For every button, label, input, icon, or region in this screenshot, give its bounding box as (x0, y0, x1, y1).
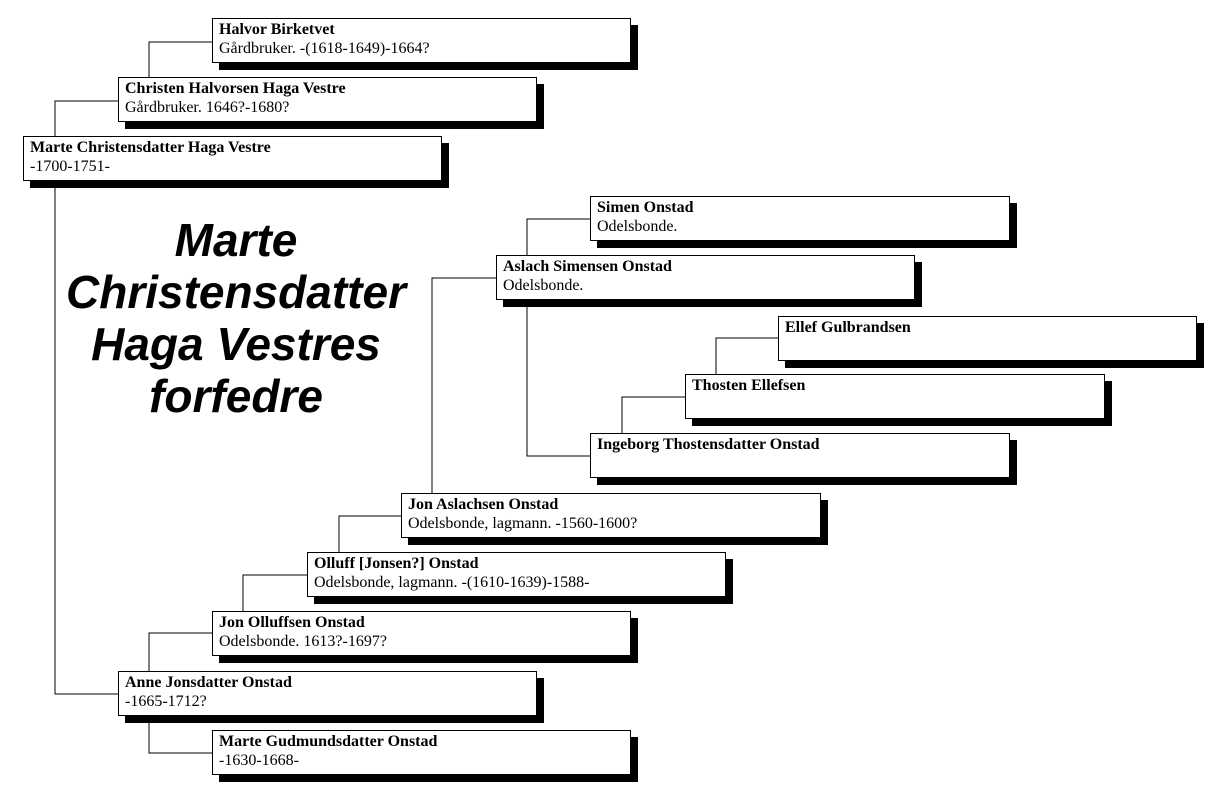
title-line: Haga Vestres (91, 318, 381, 370)
person-box-marte-gudmundsdatter[interactable]: Marte Gudmundsdatter Onstad -1630-1668- (212, 730, 631, 775)
person-name: Jon Aslachsen Onstad (408, 496, 559, 513)
person-box-ellef-gulbrandsen[interactable]: Ellef Gulbrandsen (778, 316, 1197, 361)
connector-jon-a-father (431, 277, 496, 495)
person-name: Jon Olluffsen Onstad (219, 614, 365, 631)
person-box-thosten-ellefsen[interactable]: Thosten Ellefsen (685, 374, 1105, 419)
person-box-marte-christensdatter[interactable]: Marte Christensdatter Haga Vestre -1700-… (23, 136, 442, 181)
person-detail: -1630-1668- (219, 752, 299, 769)
person-box-christen-halvorsen[interactable]: Christen Halvorsen Haga Vestre Gårdbruke… (118, 77, 537, 122)
person-box-jon-aslachsen[interactable]: Jon Aslachsen Onstad Odelsbonde, lagmann… (401, 493, 821, 538)
title-line: Christensdatter (66, 266, 406, 318)
person-name: Anne Jonsdatter Onstad (125, 674, 292, 691)
person-name: Ellef Gulbrandsen (785, 319, 911, 336)
person-box-aslach-simensen[interactable]: Aslach Simensen Onstad Odelsbonde. (496, 255, 915, 300)
person-detail: -1665-1712? (125, 693, 207, 710)
title-line: forfedre (149, 370, 323, 422)
person-name: Ingeborg Thostensdatter Onstad (597, 436, 820, 453)
person-detail: Odelsbonde. (503, 277, 584, 294)
connector-olluff-father (338, 515, 401, 554)
person-name: Aslach Simensen Onstad (503, 258, 672, 275)
connector-ingeborg-father (621, 396, 685, 434)
person-detail: Odelsbonde. 1613?-1697? (219, 633, 387, 650)
person-detail: Gårdbruker. 1646?-1680? (125, 99, 290, 116)
connector-jon-o-father (242, 574, 307, 613)
person-box-jon-olluffsen[interactable]: Jon Olluffsen Onstad Odelsbonde. 1613?-1… (212, 611, 631, 656)
person-name: Thosten Ellefsen (692, 377, 806, 394)
person-box-olluff-jonsen[interactable]: Olluff [Jonsen?] Onstad Odelsbonde, lagm… (307, 552, 726, 597)
connector-thosten-father (715, 337, 778, 376)
person-name: Halvor Birketvet (219, 21, 335, 38)
person-name: Christen Halvorsen Haga Vestre (125, 80, 346, 97)
person-detail: Odelsbonde, lagmann. -(1610-1639)-1588- (314, 574, 590, 591)
person-detail: Gårdbruker. -(1618-1649)-1664? (219, 40, 430, 57)
chart-title: Marte Christensdatter Haga Vestres forfe… (30, 214, 442, 422)
person-name: Olluff [Jonsen?] Onstad (314, 555, 479, 572)
person-detail: Odelsbonde. (597, 218, 678, 235)
connector-marte-parents (54, 100, 118, 695)
connector-aslach-parents (526, 218, 590, 457)
person-box-anne-jonsdatter[interactable]: Anne Jonsdatter Onstad -1665-1712? (118, 671, 537, 716)
person-detail: Odelsbonde, lagmann. -1560-1600? (408, 515, 638, 532)
person-detail: -1700-1751- (30, 158, 110, 175)
person-box-halvor-birketvet[interactable]: Halvor Birketvet Gårdbruker. -(1618-1649… (212, 18, 631, 63)
person-name: Marte Gudmundsdatter Onstad (219, 733, 438, 750)
person-name: Marte Christensdatter Haga Vestre (30, 139, 271, 156)
connector-christen-father (148, 41, 212, 79)
person-box-ingeborg-thostensdatter[interactable]: Ingeborg Thostensdatter Onstad (590, 433, 1010, 478)
person-name: Simen Onstad (597, 199, 694, 216)
title-line: Marte (174, 214, 298, 266)
person-box-simen-onstad[interactable]: Simen Onstad Odelsbonde. (590, 196, 1010, 241)
